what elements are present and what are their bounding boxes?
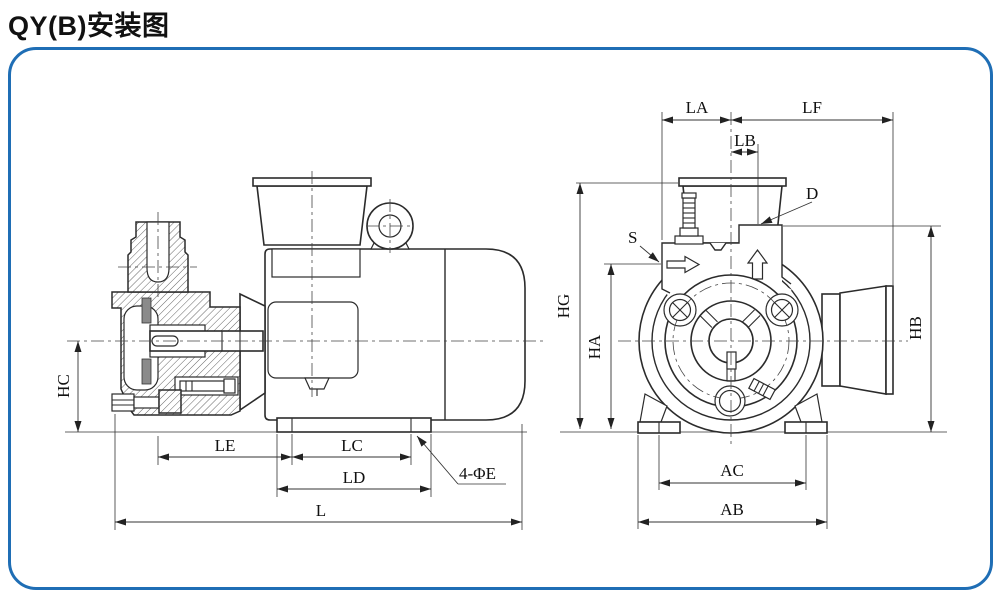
dim-label-hg: HG [554, 294, 573, 319]
spoke [742, 309, 755, 323]
dim-label-ac: AC [720, 461, 744, 480]
dim-label-l: L [316, 501, 326, 520]
label-suction-s: S [628, 228, 637, 247]
spoke [699, 315, 713, 328]
discharge-leader [760, 201, 813, 225]
motor-end-ring [885, 285, 894, 395]
discharge-flow-arrow-icon [746, 248, 769, 280]
side-view: HC LE LC LD L 4-ΦE [54, 171, 545, 530]
dim-label-hc: HC [54, 374, 73, 398]
seal-stud-lower [141, 358, 152, 385]
spoke [705, 309, 718, 323]
bolt-boss-section [158, 389, 182, 414]
dim-label-ha: HA [585, 334, 604, 359]
page-title: QY(B)安装图 [8, 11, 170, 41]
casing-stud-head [223, 378, 236, 394]
bolt-cross [672, 302, 688, 318]
spoke [747, 315, 761, 328]
motor-foot [276, 417, 432, 433]
suction-leader [639, 245, 660, 263]
front-view: LA LF LB S D HG HA HB AC [554, 98, 947, 529]
dim-label-lb: LB [734, 131, 756, 150]
bolt-cross [774, 302, 790, 318]
barb-base-lower [674, 235, 704, 245]
adapter-bell [239, 292, 266, 412]
barb-cap [681, 192, 697, 199]
drain-barb-fitting [748, 377, 776, 401]
barb-base-upper [679, 227, 699, 237]
motor-flange-front [821, 293, 841, 387]
dim-label-hb: HB [906, 316, 925, 340]
dim-label-le: LE [215, 436, 236, 455]
casing-stud [179, 380, 225, 392]
label-discharge-d: D [806, 184, 818, 203]
drain-plug-front [718, 389, 742, 413]
suction-flow-arrow-icon [666, 255, 701, 274]
tank-neck [271, 248, 361, 278]
dim-label-lf: LF [802, 98, 822, 117]
drain-plug [304, 377, 330, 390]
holes-leader [416, 435, 459, 485]
tank-rim-front [678, 177, 787, 187]
dim-label-ld: LD [343, 468, 366, 487]
callout-holes: 4-ΦE [459, 464, 496, 483]
terminal-box [267, 301, 359, 379]
suction-bolt-shank [133, 396, 160, 409]
dim-label-lc: LC [341, 436, 363, 455]
motor-cone [839, 285, 887, 395]
dim-label-ab: AB [720, 500, 744, 519]
port-block-edges [661, 224, 792, 294]
suction-bolt-head [111, 393, 135, 412]
seal-stud-upper [141, 297, 152, 324]
shaft-keyway [726, 351, 737, 370]
dim-label-la: LA [686, 98, 709, 117]
